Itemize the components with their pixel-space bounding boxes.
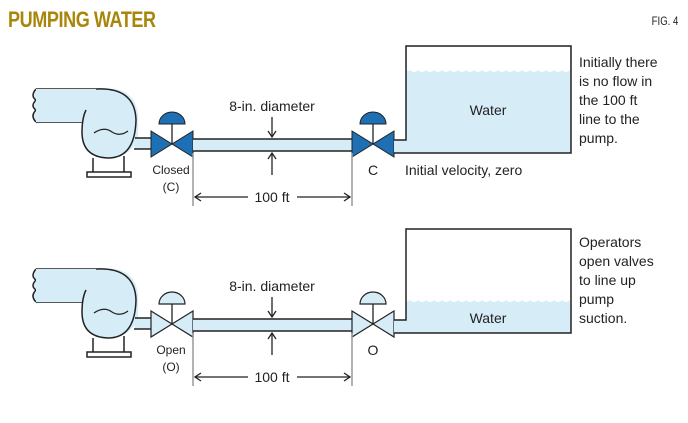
pump (36, 268, 152, 358)
panel-closed: 8-in. diameter 100 ft Closed (C) C Water… (32, 45, 658, 206)
main-pipe (193, 138, 352, 152)
panel-open: 8-in. diameter 100 ft Open (O) O Water O… (32, 228, 654, 386)
pipe-length-label: 100 ft (254, 369, 289, 385)
svg-text:is no flow in: is no flow in (579, 73, 652, 89)
svg-text:pump: pump (579, 291, 614, 307)
svg-text:to line up: to line up (579, 272, 636, 288)
pump (36, 88, 152, 178)
svg-text:Operators: Operators (579, 234, 641, 250)
side-note-2: Operators open valves to line up pump su… (579, 234, 654, 326)
left-valve-label: Open (156, 343, 185, 357)
left-valve-code: (C) (163, 180, 180, 194)
tank-full (394, 45, 572, 154)
figure-label: FIG. 4 (651, 14, 678, 28)
initial-velocity-note: Initial velocity, zero (405, 162, 522, 178)
pipe-length-label: 100 ft (254, 189, 289, 205)
tank-water-label: Water (470, 310, 507, 326)
left-valve-code: (O) (162, 360, 179, 374)
tank-water-label: Water (470, 102, 507, 118)
pipe-diameter-label: 8-in. diameter (229, 278, 315, 294)
svg-text:suction.: suction. (579, 310, 627, 326)
left-valve-label: Closed (152, 163, 189, 177)
right-valve-code: O (368, 342, 379, 358)
tank-low (394, 228, 572, 334)
svg-text:pump.: pump. (579, 130, 618, 146)
valve-left-closed (150, 111, 194, 158)
side-note-1: Initially there is no flow in the 100 ft… (579, 54, 658, 146)
right-valve-code: C (368, 162, 378, 178)
valve-right-open (351, 291, 395, 339)
valve-right-closed (351, 111, 395, 158)
valve-left-open (150, 291, 194, 339)
svg-text:open valves: open valves (579, 253, 654, 269)
pipe-diameter-label: 8-in. diameter (229, 98, 315, 114)
diagram-title: PUMPING WATER (8, 7, 156, 32)
main-pipe (193, 318, 352, 332)
svg-text:the 100 ft: the 100 ft (579, 92, 637, 108)
svg-text:line to the: line to the (579, 111, 640, 127)
svg-text:Initially there: Initially there (579, 54, 658, 70)
